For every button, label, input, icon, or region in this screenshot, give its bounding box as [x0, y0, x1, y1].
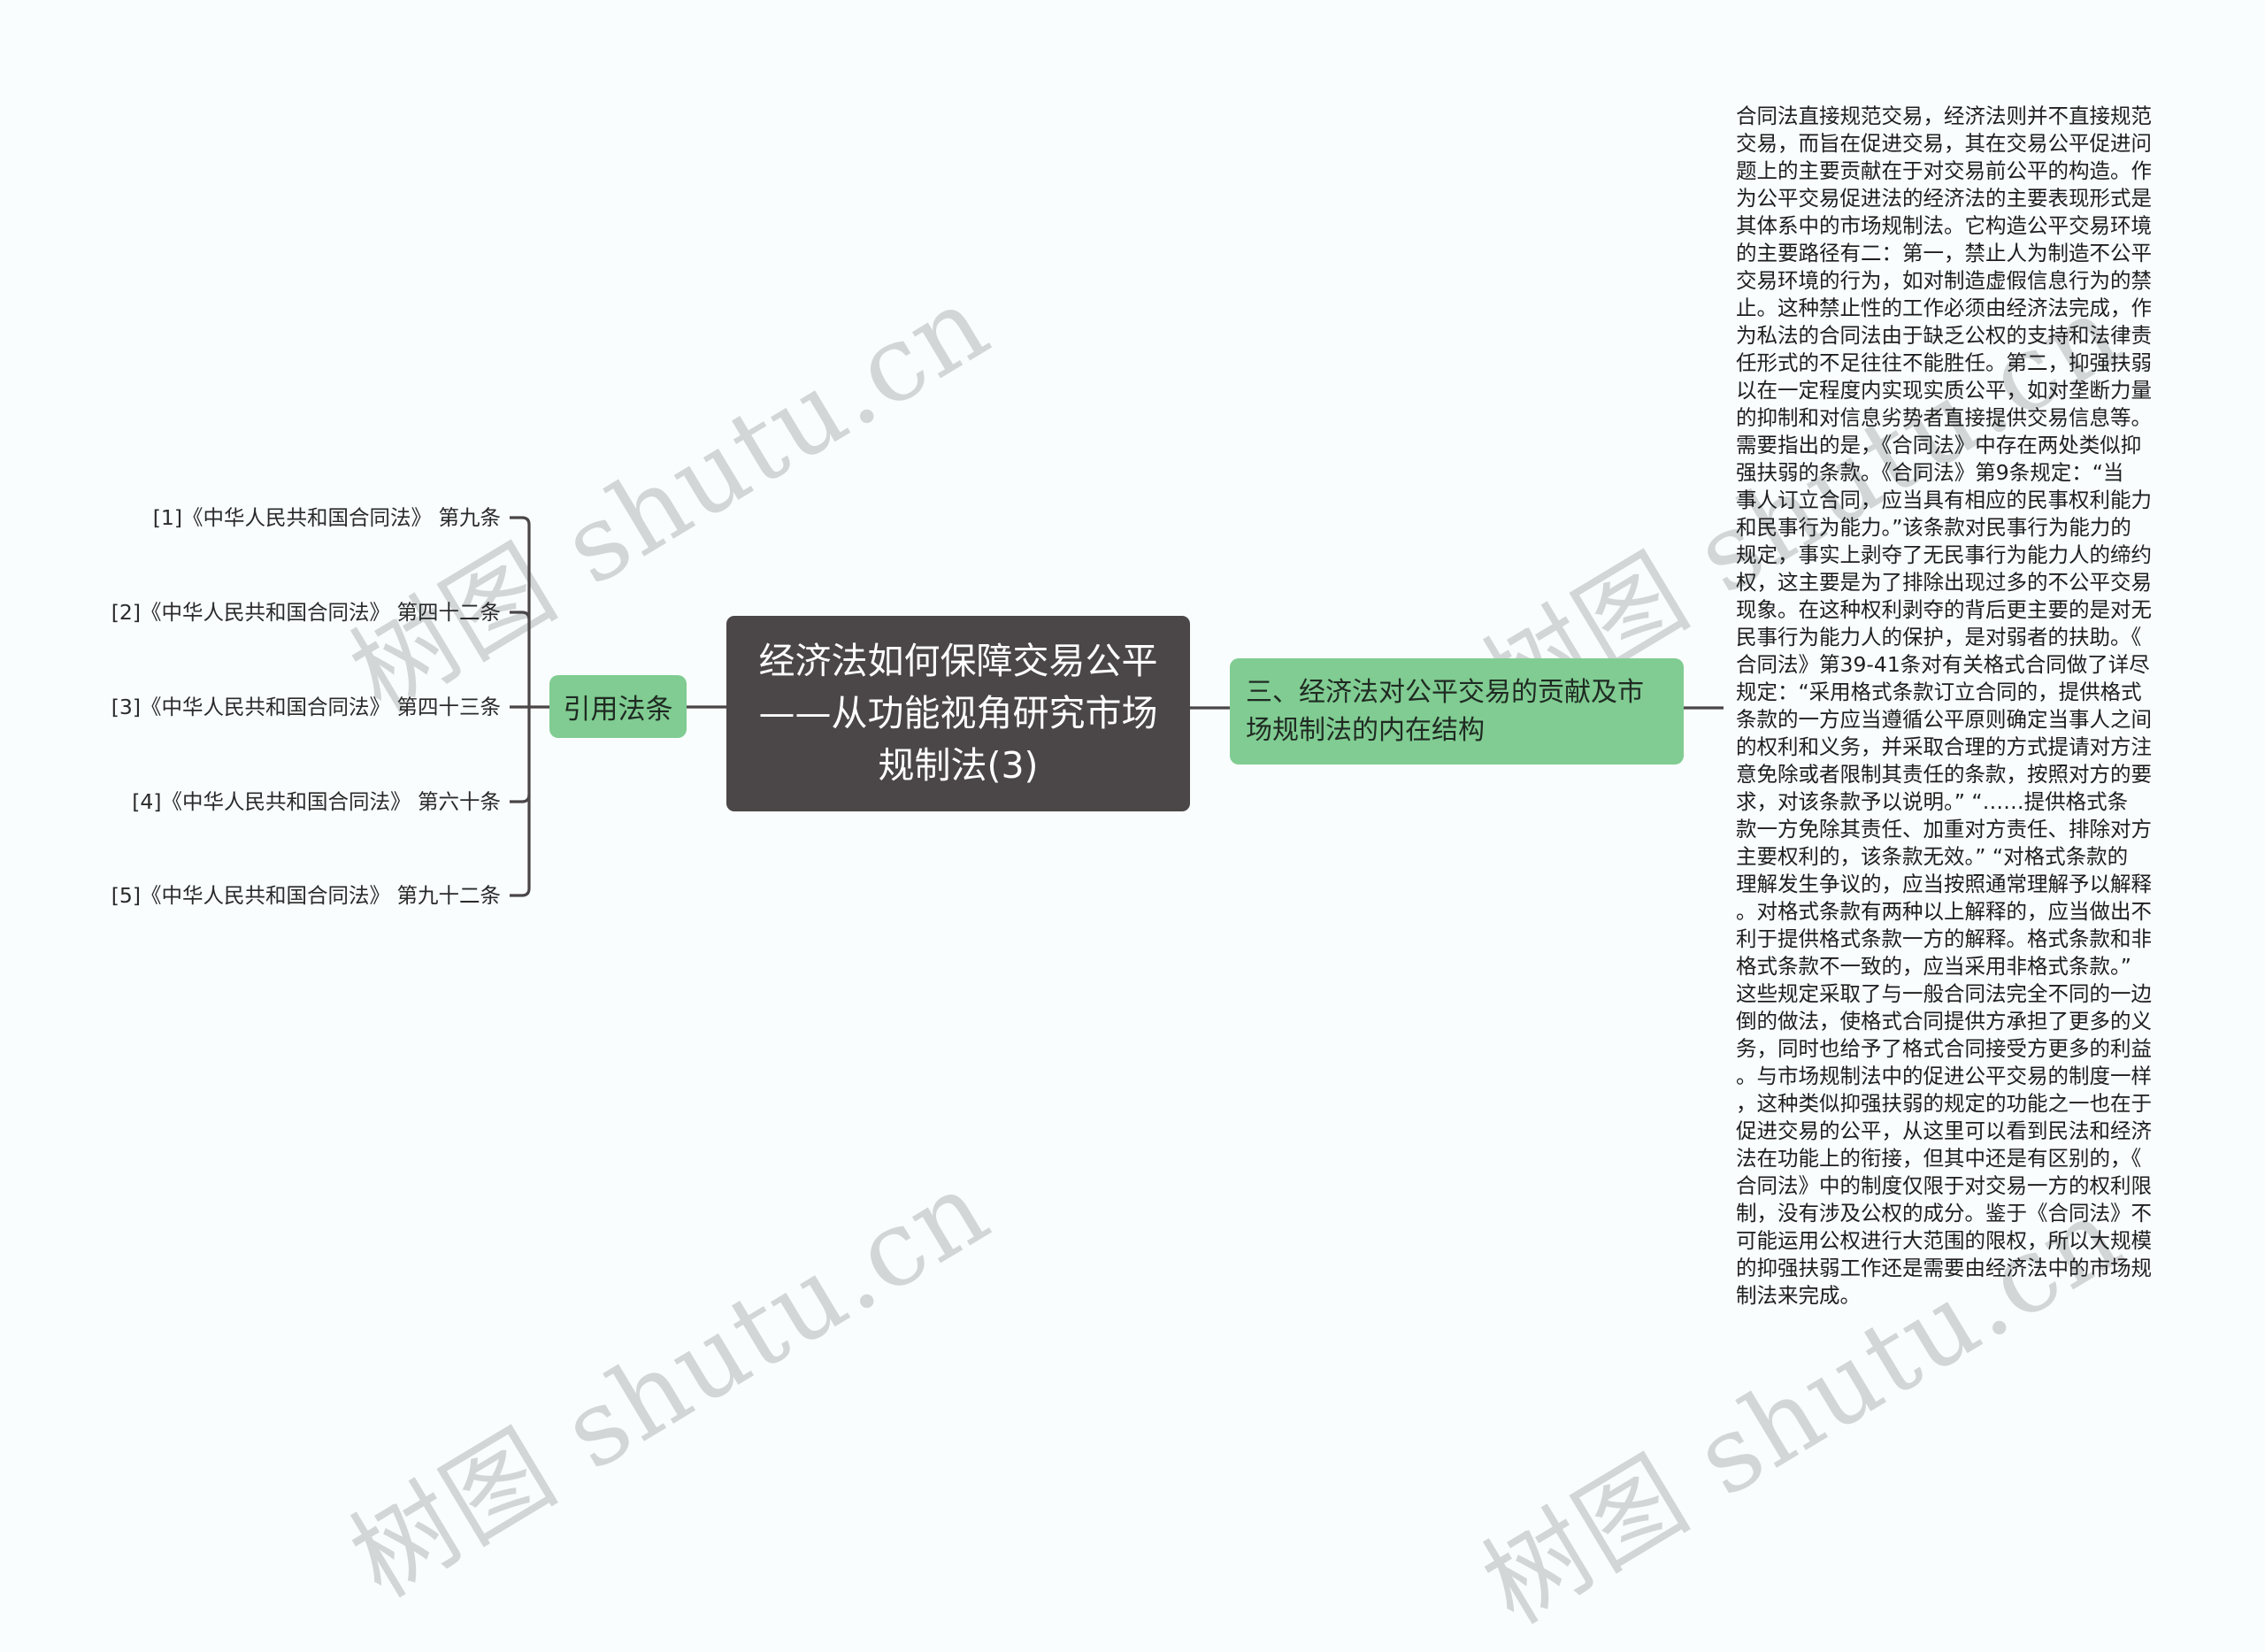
bracket-stub-4: [510, 794, 531, 803]
citation-item[interactable]: [1]《中华人民共和国合同法》 第九条: [152, 505, 501, 530]
detail-line: 理解发生争议的，应当按照通常理解予以解释: [1736, 872, 2152, 896]
root-title-line: 规制法(3): [878, 744, 1039, 787]
section-label-line: 三、经济法对公平交易的贡献及市: [1246, 677, 1644, 708]
detail-line: 合同法》中的制度仅限于对交易一方的权利限: [1736, 1173, 2152, 1198]
detail-line: 款一方免除其责任、加重对方责任、排除对方: [1736, 817, 2152, 841]
citation-item[interactable]: [2]《中华人民共和国合同法》 第四十二条: [111, 600, 501, 625]
detail-line: 格式条款不一致的，应当采用非格式条款。”: [1736, 954, 2131, 979]
detail-line: 交易环境的行为，如对制造虚假信息行为的禁: [1736, 268, 2152, 293]
detail-line: 的主要路径有二：第一，禁止人为制造不公平: [1736, 241, 2152, 265]
detail-line: 意免除或者限制其责任的条款，按照对方的要: [1736, 762, 2152, 787]
detail-line: 这些规定采取了与一般合同法完全不同的一边: [1736, 981, 2152, 1006]
detail-line: 条款的一方应当遵循公平原则确定当事人之间: [1736, 707, 2152, 732]
detail-line: 为公平交易促进法的经济法的主要表现形式是: [1736, 186, 2152, 211]
detail-line: 合同法直接规范交易，经济法则并不直接规范: [1736, 104, 2152, 128]
detail-line: 事人订立合同，应当具有相应的民事权利能力: [1736, 488, 2152, 512]
detail-line: 规定：“采用格式条款订立合同的，提供格式: [1736, 680, 2142, 704]
detail-line: 止。这种禁止性的工作必须由经济法完成，作: [1736, 296, 2152, 320]
citation-item[interactable]: [4]《中华人民共和国合同法》 第六十条: [132, 789, 501, 814]
connector-lines: [510, 516, 1724, 897]
detail-line: 。与市场规制法中的促进公平交易的制度一样: [1736, 1064, 2152, 1088]
detail-line: 利于提供格式条款一方的解释。格式条款和非: [1736, 926, 2152, 951]
detail-line: 为私法的合同法由于缺乏公权的支持和法律责: [1736, 323, 2152, 348]
detail-line: 权，这主要是为了排除出现过多的不公平交易: [1736, 570, 2152, 595]
detail-line: 可能运用公权进行大范围的限权，所以大规模: [1736, 1228, 2152, 1253]
detail-line: 和民事行为能力。”该条款对民事行为能力的: [1736, 515, 2131, 540]
detail-line: 任形式的不足往往不能胜任。第二，抑强扶弱: [1736, 350, 2152, 375]
detail-line: 强扶弱的条款。《合同法》第9条规定：“当: [1736, 460, 2124, 485]
root-title-line: 经济法如何保障交易公平: [758, 640, 1158, 682]
section-branch-node[interactable]: 三、经济法对公平交易的贡献及市 场规制法的内在结构: [1230, 658, 1684, 765]
detail-line: 现象。在这种权利剥夺的背后更主要的是对无: [1736, 597, 2152, 622]
detail-line: 法在功能上的衔接，但其中还是有区别的，《: [1736, 1146, 2142, 1171]
detail-line: 求，对该条款予以说明。” “……提供格式条: [1736, 789, 2129, 814]
detail-line: 制法来完成。: [1736, 1283, 1861, 1308]
detail-line: 。对格式条款有两种以上解释的，应当做出不: [1736, 899, 2152, 924]
detail-line: 制，没有涉及公权的成分。鉴于《合同法》不: [1736, 1201, 2152, 1226]
citation-item[interactable]: [3]《中华人民共和国合同法》 第四十三条: [111, 695, 501, 719]
detail-line: 的权利和义务，并采取合理的方式提请对方注: [1736, 734, 2152, 759]
detail-line: 的抑强扶弱工作还是需要由经济法中的市场规: [1736, 1256, 2152, 1280]
root-title-line: ——从功能视角研究市场: [758, 692, 1158, 734]
detail-line: 交易，而旨在促进交易，其在交易公平促进问: [1736, 131, 2152, 156]
detail-line: 促进交易的公平，从这里可以看到民法和经济: [1736, 1118, 2152, 1143]
root-topic-node[interactable]: 经济法如何保障交易公平 ——从功能视角研究市场 规制法(3): [726, 616, 1190, 811]
detail-line: 以在一定程度内实现实质公平，如对垄断力量: [1736, 378, 2152, 403]
detail-line: 务，同时也给予了格式合同接受方更多的利益: [1736, 1036, 2152, 1061]
citations-branch-node[interactable]: 引用法条: [549, 675, 687, 738]
detail-line: 主要权利的，该条款无效。” “对格式条款的: [1736, 844, 2129, 869]
section-label-line: 场规制法的内在结构: [1246, 715, 1485, 746]
detail-line: 合同法》第39-41条对有关格式合同做了详尽: [1736, 652, 2150, 677]
detail-line: 其体系中的市场规制法。它构造公平交易环境: [1736, 213, 2152, 238]
detail-line: 需要指出的是，《合同法》中存在两处类似抑: [1736, 433, 2142, 457]
detail-line: ，这种类似抑强扶弱的规定的功能之一也在于: [1736, 1091, 2152, 1116]
bracket-stub-2: [510, 611, 531, 620]
detail-line: 倒的做法，使格式合同提供方承担了更多的义: [1736, 1009, 2152, 1033]
citation-item[interactable]: [5]《中华人民共和国合同法》 第九十二条: [111, 883, 501, 908]
detail-line: 民事行为能力人的保护，是对弱者的扶助。《: [1736, 625, 2142, 649]
detail-line: 的抑制和对信息劣势者直接提供交易信息等。: [1736, 405, 2152, 430]
detail-line: 规定，事实上剥夺了无民事行为能力人的缔约: [1736, 542, 2152, 567]
detail-line: 题上的主要贡献在于对交易前公平的构造。作: [1736, 158, 2152, 183]
section-detail-text[interactable]: 合同法直接规范交易，经济法则并不直接规范 交易，而旨在促进交易，其在交易公平促进…: [1736, 103, 2169, 1310]
citations-branch-label: 引用法条: [563, 694, 673, 726]
